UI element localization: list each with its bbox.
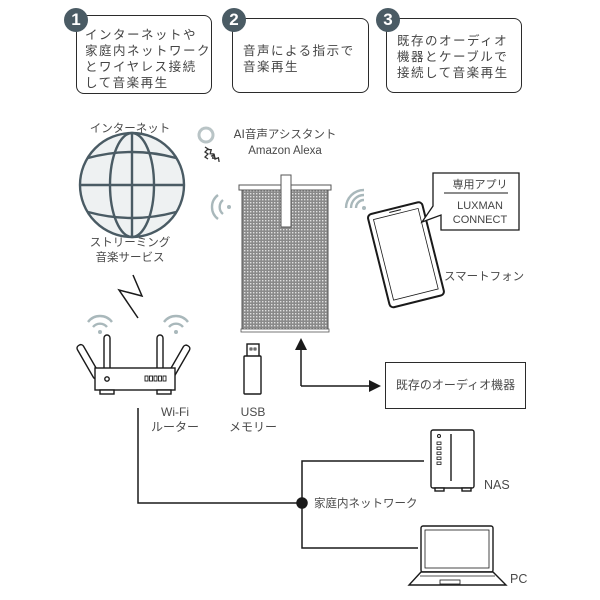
assistant-line-1: AI音声アシスタント xyxy=(233,127,337,141)
router-label: Wi-Fi ルーター xyxy=(140,405,210,435)
usb-stick-icon xyxy=(243,343,262,395)
nas-label: NAS xyxy=(484,478,510,492)
wifi-signal-icon-router-left xyxy=(87,314,113,334)
usb-line-2: メモリー xyxy=(228,420,277,434)
usb-line-1: USB xyxy=(240,405,266,419)
app-callout-bubble xyxy=(420,172,520,231)
pc-label: PC xyxy=(510,572,528,586)
router-icon xyxy=(76,334,191,395)
callout-app-line-2: CONNECT xyxy=(452,214,508,226)
step-1-badge: 1 xyxy=(64,8,88,32)
smartphone-label: スマートフォン xyxy=(444,269,525,283)
network-junction-dot xyxy=(296,497,308,509)
wireless-link-line xyxy=(117,274,144,319)
assistant-line-2: Amazon Alexa xyxy=(248,145,322,157)
step-3-box: 既存のオーディオ 機器とケーブルで 接続して音楽再生 xyxy=(386,18,522,93)
step-3-badge: 3 xyxy=(376,8,400,32)
wifi-signal-icon-left xyxy=(210,194,231,220)
audio-device-label: 既存のオーディオ機器 xyxy=(395,378,516,392)
globe-icon xyxy=(78,131,186,239)
wifi-signal-icon-right xyxy=(344,188,366,210)
wifi-signal-icon-router-right xyxy=(163,314,189,334)
smartphone-icon xyxy=(367,201,445,309)
router-line-2: ルーター xyxy=(150,420,199,434)
home-network-lines xyxy=(137,408,424,549)
step-1-line-4: して音楽再生 xyxy=(85,75,169,90)
step-3-line-1: 既存のオーディオ xyxy=(397,33,509,48)
speaker-icon xyxy=(238,174,332,333)
alexa-voice-icon xyxy=(197,126,220,163)
callout-app-line-1: LUXMAN xyxy=(457,200,503,212)
assistant-label: AI音声アシスタント Amazon Alexa xyxy=(225,126,345,160)
step-2-badge: 2 xyxy=(222,8,246,32)
step-1-line-1: インターネットや xyxy=(85,27,198,42)
home-network-label: 家庭内ネットワーク xyxy=(314,496,418,510)
step-3-line-2: 機器とケーブルで xyxy=(397,49,509,64)
internet-title: インターネット xyxy=(89,121,171,135)
callout-app-name: LUXMAN CONNECT xyxy=(441,199,519,227)
step-1-line-2: 家庭内ネットワーク xyxy=(85,43,212,58)
step-3-line-3: 接続して音楽再生 xyxy=(397,65,509,80)
audio-device-box: 既存のオーディオ機器 xyxy=(385,362,526,409)
step-2-line-1: 音声による指示で xyxy=(243,43,355,58)
cable-connection-arrow xyxy=(295,338,381,392)
callout-title: 専用アプリ xyxy=(452,178,508,191)
internet-caption-line-1: ストリーミング xyxy=(89,235,171,249)
step-2-box: 音声による指示で 音楽再生 xyxy=(232,18,369,93)
laptop-icon xyxy=(407,525,508,586)
step-1-box: インターネットや 家庭内ネットワーク とワイヤレス接続 して音楽再生 xyxy=(76,15,212,94)
router-line-1: Wi-Fi xyxy=(161,405,189,419)
usb-label: USB メモリー xyxy=(220,405,286,435)
internet-caption-line-2: 音楽サービス xyxy=(95,250,165,264)
internet-caption: ストリーミング 音楽サービス xyxy=(70,235,190,265)
step-1-line-3: とワイヤレス接続 xyxy=(85,59,197,74)
step-2-line-2: 音楽再生 xyxy=(243,59,300,74)
nas-icon xyxy=(430,429,475,492)
